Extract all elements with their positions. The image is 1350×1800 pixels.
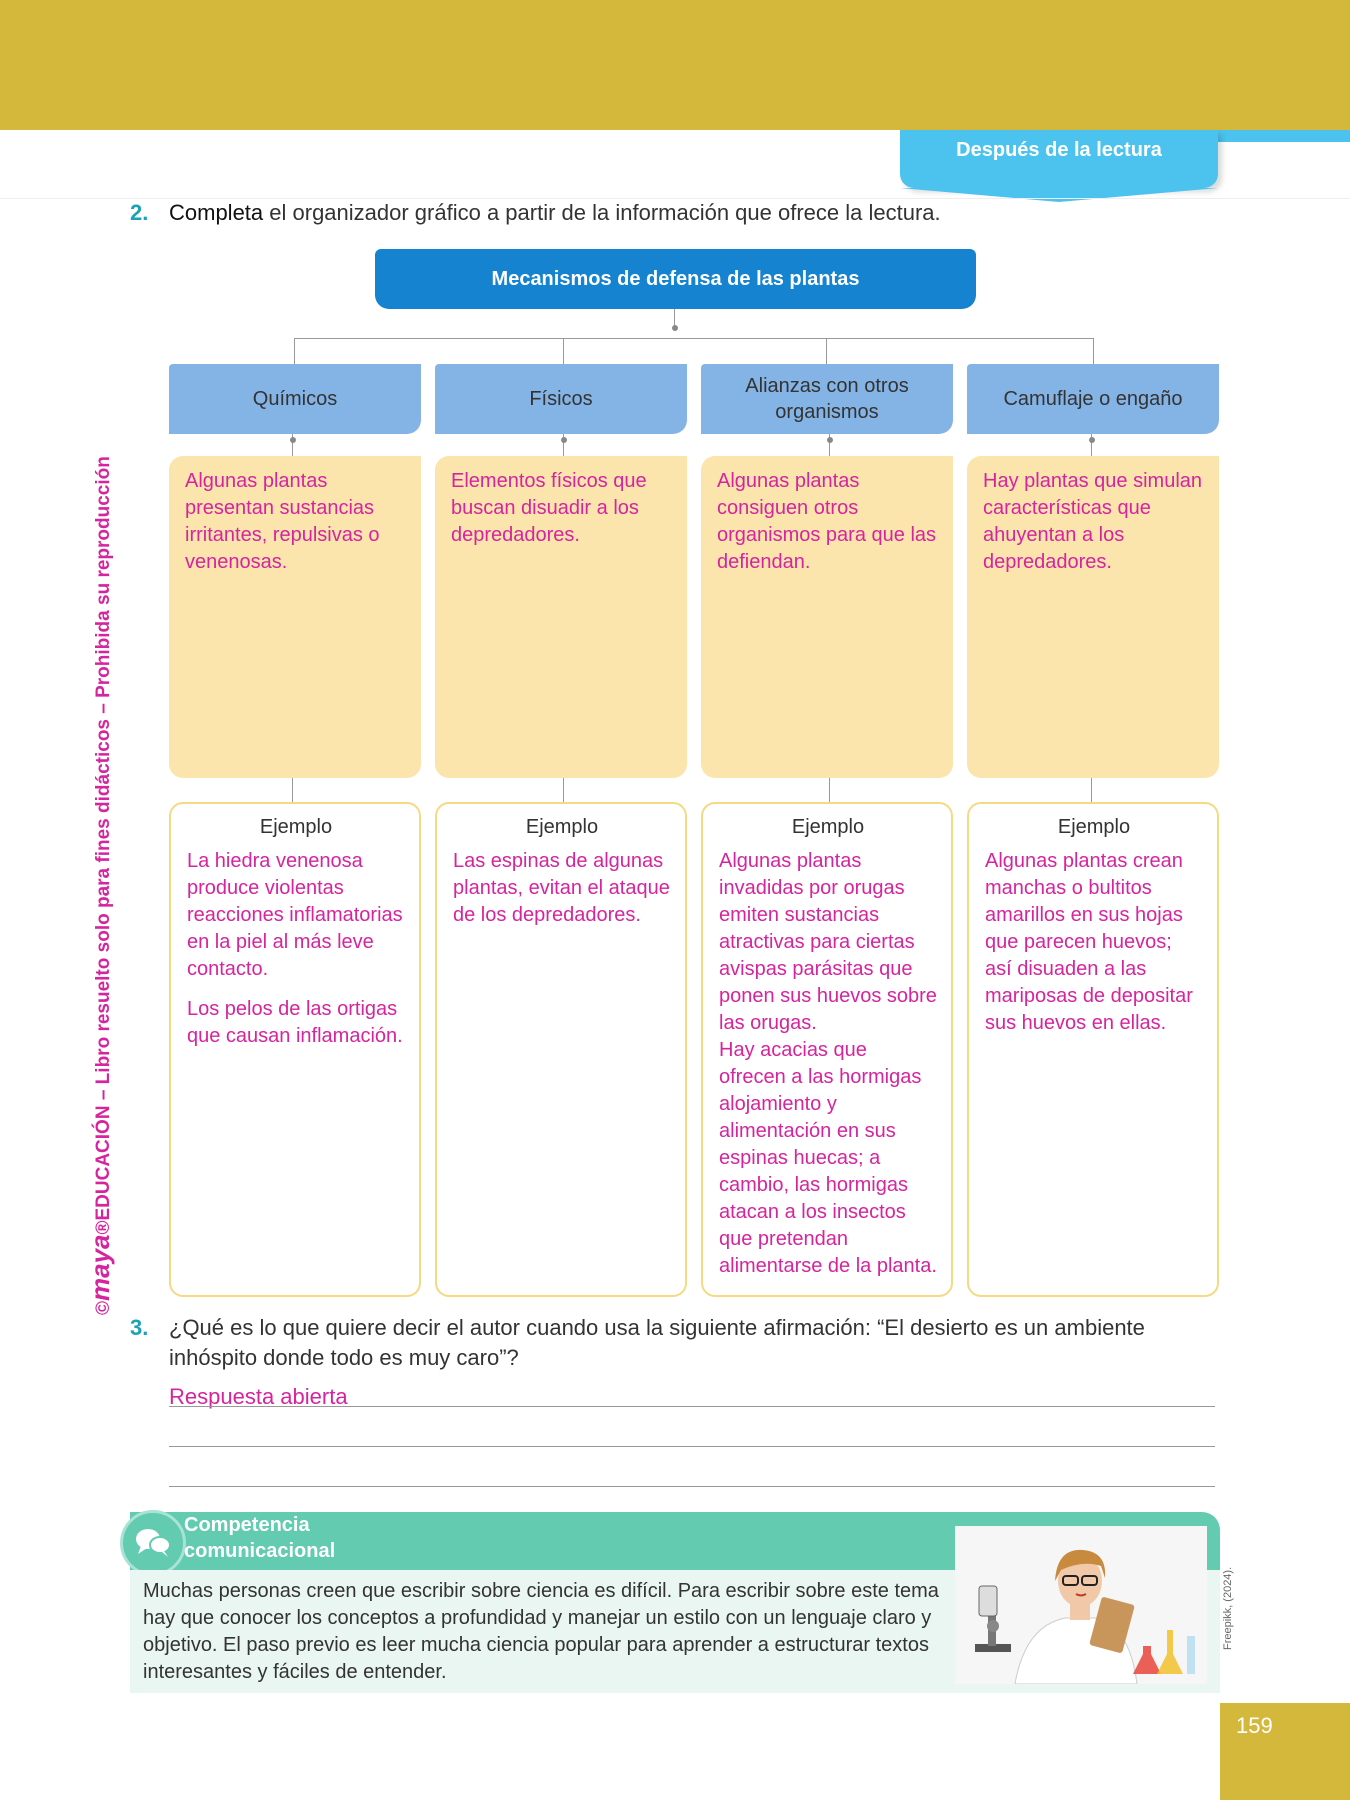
answer-line-3 <box>169 1486 1215 1487</box>
example-text: Algunas plantas crean manchas o bultitos… <box>985 850 1193 1034</box>
example-text: Las espinas de algunas plantas, evitan e… <box>453 850 670 926</box>
top-color-band <box>0 0 1350 130</box>
category-label: Químicos <box>252 388 338 410</box>
example-label: Ejemplo <box>525 816 599 838</box>
category-alianzas: Alianzas con otros organismos <box>701 364 953 434</box>
header-rule <box>0 198 1350 199</box>
category-label: Físicos <box>529 388 593 410</box>
example-label: Ejemplo <box>1057 816 1131 838</box>
category-connector <box>563 434 564 456</box>
category-fisicos: Físicos <box>435 364 687 434</box>
category-connector-dot <box>290 437 296 443</box>
question-2-number: 2. <box>130 200 149 225</box>
competencia-title: Competencia comunicacional <box>184 1512 335 1564</box>
category-quimicos: Químicos <box>169 364 421 434</box>
example-box-fisicos: Ejemplo Las espinas de algunas plantas, … <box>435 802 687 1297</box>
title-connector <box>674 309 675 327</box>
example-connector <box>292 778 293 802</box>
example-connector <box>829 778 830 802</box>
example-box-camuflaje: Ejemplo Algunas plantas crean manchas o … <box>967 802 1219 1297</box>
category-label: Camuflaje o engaño <box>1003 388 1183 410</box>
example-text: La hiedra venenosa produce violentas rea… <box>187 850 403 980</box>
copyright-text: EDUCACIÓN – Libro resuelto solo para fin… <box>93 456 114 1221</box>
category-label: Alianzas con otros organismos <box>745 375 909 423</box>
registered-symbol: ® <box>93 1220 114 1235</box>
branch-line <box>294 338 1093 339</box>
example-label: Ejemplo <box>791 816 865 838</box>
answer-line-1 <box>169 1406 1215 1407</box>
question-2-bold-word: Completa <box>169 200 264 225</box>
example-connector <box>563 778 564 802</box>
page-number: 159 <box>1220 1703 1350 1800</box>
example-box-quimicos: Ejemplo La hiedra venenosa produce viole… <box>169 802 421 1297</box>
question-2-text: Completa el organizador gráfico a partir… <box>169 198 941 228</box>
example-text: Hay acacias que ofrecen a las hormigas a… <box>719 1039 937 1277</box>
section-tab-label: Después de la lectura <box>956 139 1162 161</box>
title-connector-dot <box>672 325 678 331</box>
category-connector-dot <box>1089 437 1095 443</box>
example-label: Ejemplo <box>259 816 333 838</box>
category-connector-dot <box>561 437 567 443</box>
answer-line-2 <box>169 1446 1215 1447</box>
section-tab: Después de la lectura <box>900 130 1218 202</box>
question-2-instruction: el organizador gráfico a partir de la in… <box>263 200 941 225</box>
speech-bubbles-icon <box>120 1510 186 1576</box>
description-camuflaje: Hay plantas que simulan características … <box>967 456 1219 778</box>
description-fisicos: Elementos físicos que buscan disuadir a … <box>435 456 687 778</box>
copyright-notice: ©maya®EDUCACIÓN – Libro resuelto solo pa… <box>85 456 116 1315</box>
brand-logo: maya <box>85 1234 115 1302</box>
question-3-text: ¿Qué es lo que quiere decir el autor cua… <box>169 1315 1145 1370</box>
branch-drop-4 <box>1093 338 1094 364</box>
competencia-text: Muchas personas creen que escribir sobre… <box>143 1580 939 1683</box>
category-camuflaje: Camuflaje o engaño <box>967 364 1219 434</box>
branch-drop-3 <box>826 338 827 364</box>
example-box-alianzas: Ejemplo Algunas plantas invadidas por or… <box>701 802 953 1297</box>
competencia-title-line-2: comunicacional <box>184 1540 336 1562</box>
scientist-photo <box>955 1526 1207 1684</box>
category-connector <box>1091 434 1092 456</box>
example-text: Algunas plantas invadidas por orugas emi… <box>719 850 937 1034</box>
category-connector <box>292 434 293 456</box>
branch-drop-1 <box>294 338 295 364</box>
description-quimicos: Algunas plantas presentan sustancias irr… <box>169 456 421 778</box>
branch-drop-2 <box>563 338 564 364</box>
category-connector <box>829 434 830 456</box>
organizer-title: Mecanismos de defensa de las plantas <box>375 249 976 309</box>
tab-strip <box>1218 130 1350 142</box>
copyright-symbol: © <box>93 1301 114 1315</box>
example-text: Los pelos de las ortigas que causan infl… <box>187 998 403 1047</box>
description-alianzas: Algunas plantas consiguen otros organism… <box>701 456 953 778</box>
example-connector <box>1091 778 1092 802</box>
category-connector-dot <box>827 437 833 443</box>
competencia-title-line-1: Competencia <box>184 1514 310 1536</box>
photo-credit: Freepikk, (2024). <box>1222 1566 1234 1650</box>
question-3-number: 3. <box>130 1315 149 1340</box>
answer-text: Respuesta abierta <box>169 1384 348 1409</box>
